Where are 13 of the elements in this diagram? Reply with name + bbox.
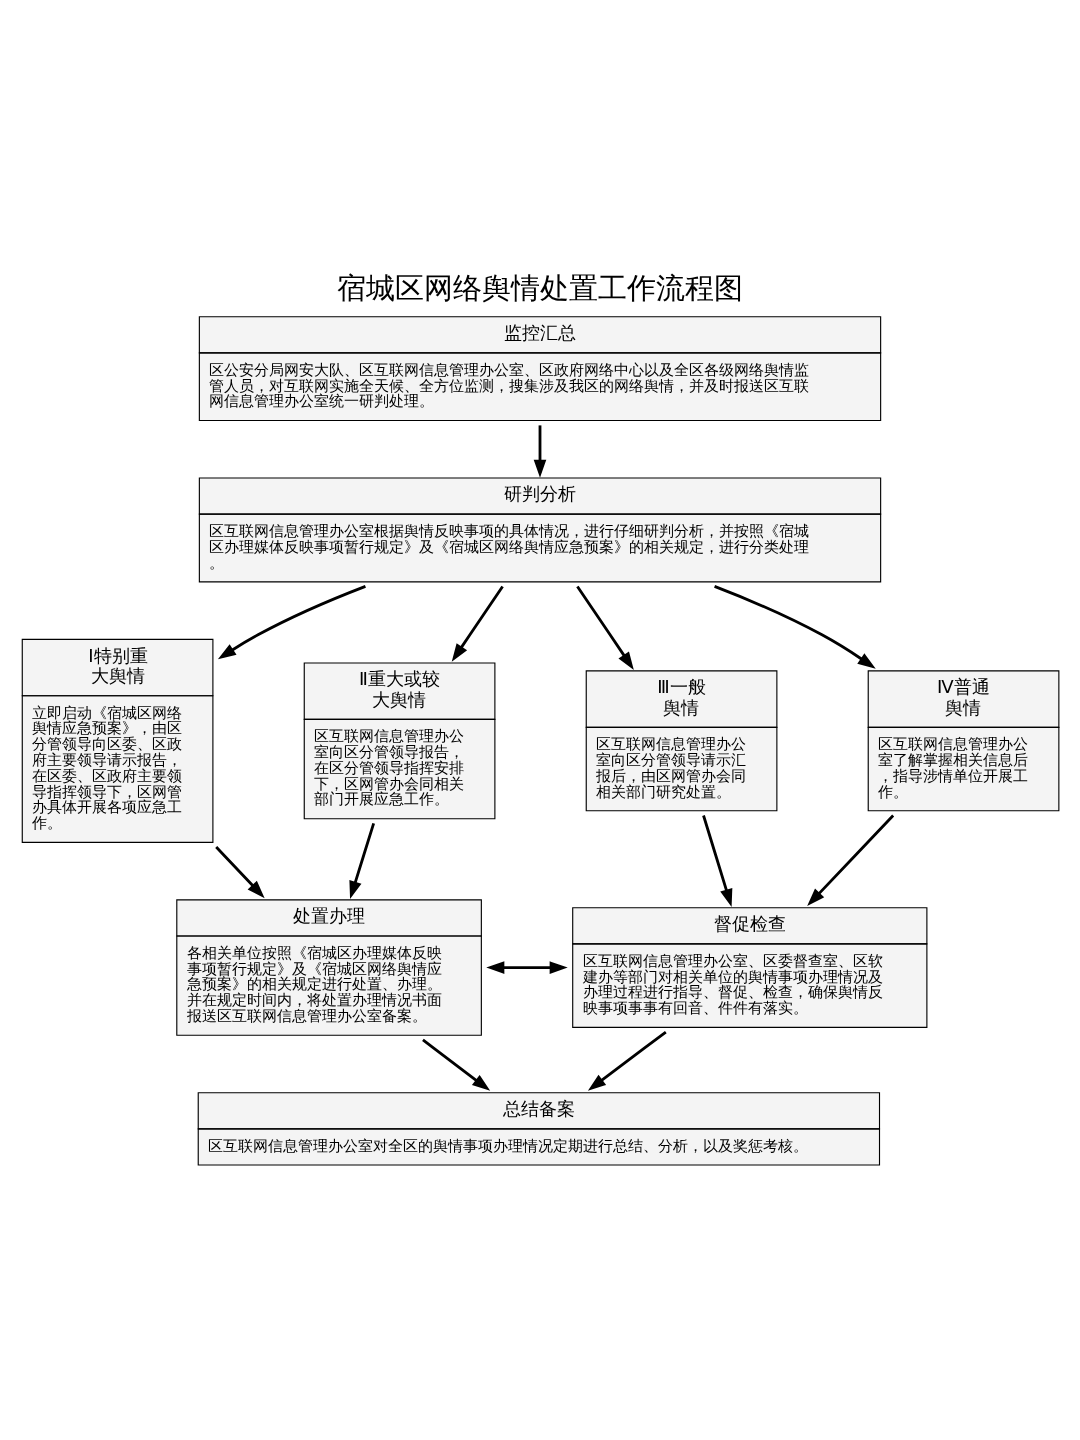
arrow [587, 1030, 667, 1091]
arrow [807, 814, 895, 907]
arrow [217, 585, 366, 660]
arrow [349, 822, 375, 900]
arrow [576, 585, 634, 670]
diagram-title: 宿城区网络舆情处置工作流程图 [337, 271, 743, 306]
arrow [533, 425, 547, 478]
arrow [486, 961, 568, 974]
arrow [714, 585, 876, 669]
arrow [702, 815, 733, 908]
arrow [215, 846, 265, 899]
arrow [422, 1038, 491, 1091]
arrow [451, 585, 504, 662]
